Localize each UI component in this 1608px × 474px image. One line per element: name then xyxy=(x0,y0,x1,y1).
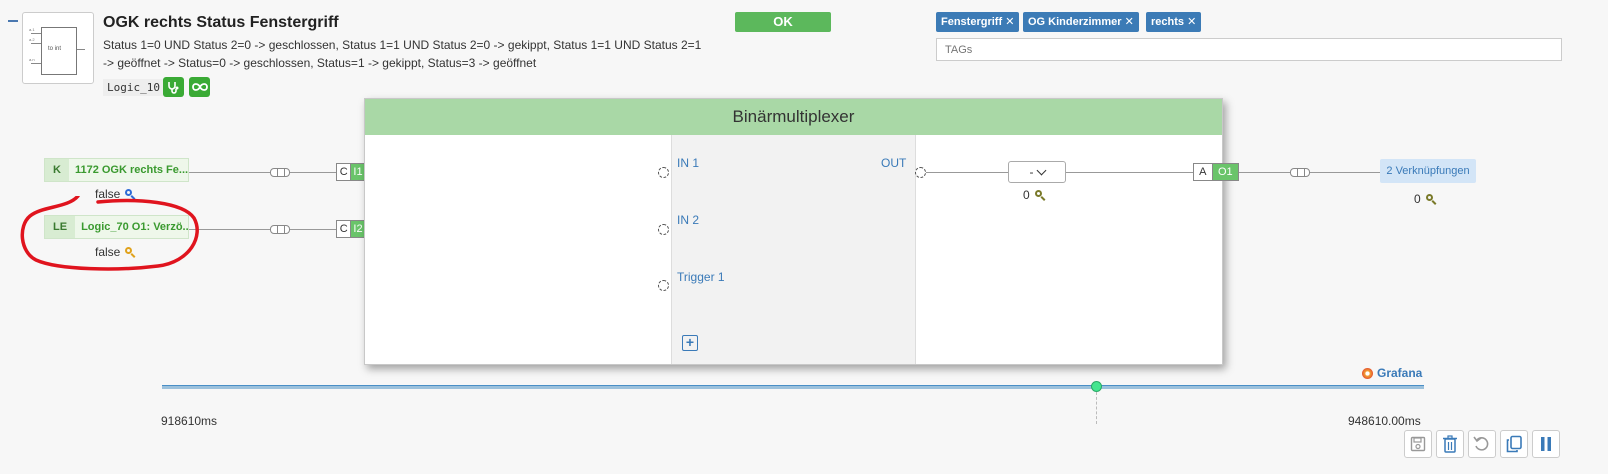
ao-o[interactable]: O1 xyxy=(1212,164,1238,180)
source-value-1: false xyxy=(95,187,136,201)
wire xyxy=(189,229,337,230)
thumbnail-pin-label: a.1 xyxy=(29,27,35,32)
trigger-1-label: Trigger 1 xyxy=(677,270,725,284)
status-ok-badge: OK xyxy=(735,12,831,32)
logic-thumbnail: a.1 a.2 a.n to int xyxy=(22,12,94,84)
timeline-handle[interactable] xyxy=(1091,381,1102,392)
link-value: 0 xyxy=(1414,192,1437,206)
source-value-text: false xyxy=(95,187,121,201)
tag-chip[interactable]: Fenstergriff ✕ xyxy=(936,12,1020,32)
timeline-end: 948610.00ms xyxy=(1348,414,1421,428)
source-prefix: K xyxy=(45,159,69,181)
save-icon xyxy=(1410,436,1426,452)
close-icon[interactable]: ✕ xyxy=(1124,16,1134,28)
close-icon[interactable]: ✕ xyxy=(1187,16,1197,28)
grafana-link[interactable]: Grafana xyxy=(1362,366,1422,380)
in-1-label: IN 1 xyxy=(677,156,700,170)
source-prefix: LE xyxy=(45,216,76,238)
stethoscope-icon[interactable] xyxy=(163,77,184,97)
chevron-down-icon xyxy=(1036,165,1046,175)
connector-icon[interactable] xyxy=(1290,168,1310,177)
tag-chip[interactable]: OG Kinderzimmer ✕ xyxy=(1023,12,1139,32)
page-title: OGK rechts Status Fenstergriff xyxy=(103,14,339,31)
cix-c[interactable]: C xyxy=(337,164,352,180)
wire xyxy=(926,172,1008,173)
grafana-label: Grafana xyxy=(1377,366,1423,380)
zoom-in-icon[interactable] xyxy=(1425,193,1437,205)
in-1-port[interactable] xyxy=(658,167,669,178)
ao-a[interactable]: A xyxy=(1194,164,1213,180)
source-label: Logic_70 O1: Verzö... xyxy=(81,221,188,233)
wire xyxy=(189,172,337,173)
grafana-icon xyxy=(1362,367,1373,379)
tags-input[interactable] xyxy=(936,38,1562,61)
zoom-in-icon[interactable] xyxy=(1034,189,1046,201)
timeline-track[interactable] xyxy=(162,385,1424,389)
links-button[interactable]: 2 Verknüpfungen xyxy=(1380,159,1476,183)
connector-icon[interactable] xyxy=(270,168,290,177)
undo-button[interactable] xyxy=(1468,430,1496,458)
undo-icon xyxy=(1473,436,1489,451)
in-2-port[interactable] xyxy=(658,224,669,235)
thumbnail-label: to int xyxy=(48,46,62,52)
logic-id: Logic_10 xyxy=(103,79,164,96)
close-icon[interactable]: ✕ xyxy=(1005,16,1015,28)
logic-description: Status 1=0 UND Status 2=0 -> geschlossen… xyxy=(103,38,702,70)
input-source-2[interactable]: LE Logic_70 O1: Verzö... xyxy=(44,215,189,239)
module-body xyxy=(671,135,916,364)
trash-icon xyxy=(1443,435,1457,453)
thumbnail-pin-label: a.2 xyxy=(29,37,35,42)
value-text: 0 xyxy=(1023,188,1030,202)
input-source-1[interactable]: K 1172 OGK rechts Fe... xyxy=(44,158,189,182)
tag-chip-label: rechts xyxy=(1151,16,1185,28)
wire xyxy=(1066,172,1193,173)
timeline-start: 918610ms xyxy=(161,414,218,428)
save-button[interactable] xyxy=(1404,430,1432,458)
output-dropdown[interactable]: - xyxy=(1008,161,1066,183)
connector-icon[interactable] xyxy=(270,225,290,234)
infinity-icon[interactable] xyxy=(189,77,210,97)
zoom-in-icon[interactable] xyxy=(125,188,136,200)
module-title: Binärmultiplexer xyxy=(365,99,1222,135)
value-text: 0 xyxy=(1414,192,1421,206)
copy-icon xyxy=(1506,435,1522,453)
binary-multiplexer-module: Binärmultiplexer xyxy=(364,98,1223,365)
tag-chip-label: OG Kinderzimmer xyxy=(1028,16,1122,28)
source-label: 1172 OGK rechts Fe... xyxy=(74,164,188,176)
tag-chip[interactable]: rechts ✕ xyxy=(1146,12,1202,32)
out-port[interactable] xyxy=(915,167,926,178)
tag-chip-label: Fenstergriff xyxy=(941,16,1003,28)
pause-icon xyxy=(1541,437,1551,451)
source-value-2: false xyxy=(95,245,136,259)
source-value-text: false xyxy=(95,245,121,259)
output-ao[interactable]: A O1 xyxy=(1193,163,1239,181)
collapse-toggle[interactable] xyxy=(8,20,18,22)
thumbnail-pin-label: a.n xyxy=(29,57,35,62)
delete-button[interactable] xyxy=(1436,430,1464,458)
trigger-1-port[interactable] xyxy=(658,280,669,291)
in-2-label: IN 2 xyxy=(677,213,700,227)
zoom-in-icon[interactable] xyxy=(125,246,136,258)
timeline-marker-line xyxy=(1096,392,1097,424)
copy-button[interactable] xyxy=(1500,430,1528,458)
thumbnail-block: to int xyxy=(41,27,77,75)
cix-c[interactable]: C xyxy=(337,221,352,237)
output-value: 0 xyxy=(1023,188,1046,202)
out-label: OUT xyxy=(881,156,907,170)
pause-button[interactable] xyxy=(1532,430,1560,458)
dropdown-value: - xyxy=(1029,165,1034,179)
add-input-button[interactable]: + xyxy=(682,335,698,351)
